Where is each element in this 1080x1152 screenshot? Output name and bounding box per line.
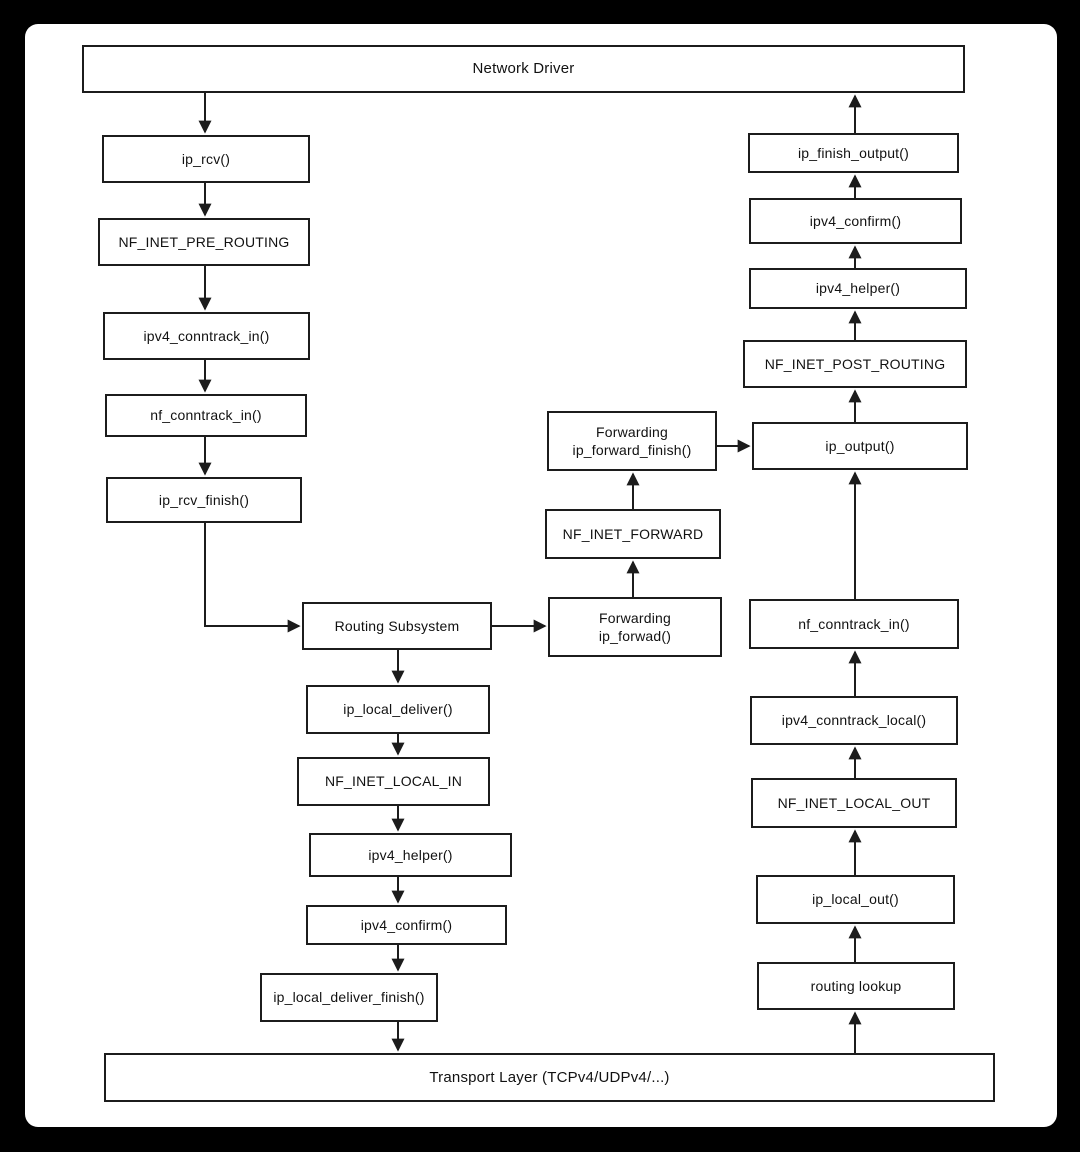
node-ip-local-deliver: ip_local_deliver() (306, 685, 490, 734)
node-ip-local-deliver-finish-label: ip_local_deliver_finish() (273, 989, 425, 1006)
node-ipv4-confirm-in: ipv4_confirm() (306, 905, 507, 945)
node-ip-rcv: ip_rcv() (102, 135, 310, 183)
node-ip-finish-output: ip_finish_output() (748, 133, 959, 173)
node-transport-layer: Transport Layer (TCPv4/UDPv4/...) (104, 1053, 995, 1102)
node-nf-conntrack-in-tx: nf_conntrack_in() (749, 599, 959, 649)
node-nf-inet-forward-label: NF_INET_FORWARD (562, 525, 704, 542)
node-routing-lookup-label: routing lookup (810, 977, 902, 994)
node-nf-inet-pre-routing-label: NF_INET_PRE_ROUTING (118, 233, 290, 250)
node-routing-lookup: routing lookup (757, 962, 955, 1010)
node-nf-inet-local-out-label: NF_INET_LOCAL_OUT (777, 794, 931, 811)
node-ip-rcv-finish: ip_rcv_finish() (106, 477, 302, 523)
node-nf-inet-post-routing-label: NF_INET_POST_ROUTING (764, 355, 946, 372)
node-ipv4-conntrack-in: ipv4_conntrack_in() (103, 312, 310, 360)
node-nf-inet-local-in: NF_INET_LOCAL_IN (297, 757, 490, 806)
node-nf-inet-post-routing: NF_INET_POST_ROUTING (743, 340, 967, 388)
node-nf-inet-local-out: NF_INET_LOCAL_OUT (751, 778, 957, 828)
node-ip-rcv-label: ip_rcv() (181, 150, 231, 167)
node-transport-layer-label: Transport Layer (TCPv4/UDPv4/...) (429, 1068, 670, 1086)
node-ipv4-conntrack-local-label: ipv4_conntrack_local() (781, 712, 927, 729)
node-forwarding-ip-forwad-label: Forwarding ip_forwad() (598, 609, 672, 644)
node-ip-rcv-finish-label: ip_rcv_finish() (158, 491, 250, 508)
node-ip-finish-output-label: ip_finish_output() (798, 144, 909, 161)
node-ip-local-out-label: ip_local_out() (812, 891, 899, 908)
node-nf-conntrack-in-rx: nf_conntrack_in() (105, 394, 307, 437)
node-ip-local-deliver-finish: ip_local_deliver_finish() (260, 973, 438, 1022)
node-routing-subsystem: Routing Subsystem (302, 602, 492, 650)
node-routing-subsystem-label: Routing Subsystem (334, 617, 460, 634)
node-ip-output: ip_output() (752, 422, 968, 470)
node-forwarding-ip-forwad: Forwarding ip_forwad() (548, 597, 722, 657)
node-ip-local-deliver-label: ip_local_deliver() (343, 701, 453, 718)
node-ipv4-confirm-out-label: ipv4_confirm() (809, 212, 902, 229)
node-nf-inet-forward: NF_INET_FORWARD (545, 509, 721, 559)
node-ipv4-helper-out-label: ipv4_helper() (815, 280, 901, 297)
node-ipv4-conntrack-local: ipv4_conntrack_local() (750, 696, 958, 745)
node-nf-inet-local-in-label: NF_INET_LOCAL_IN (324, 773, 463, 790)
node-network-driver: Network Driver (82, 45, 965, 93)
node-nf-inet-pre-routing: NF_INET_PRE_ROUTING (98, 218, 310, 266)
node-ip-output-label: ip_output() (825, 437, 895, 454)
node-nf-conntrack-in-tx-label: nf_conntrack_in() (798, 615, 910, 632)
node-ipv4-helper-out: ipv4_helper() (749, 268, 967, 309)
node-ipv4-confirm-in-label: ipv4_confirm() (360, 916, 453, 933)
node-forwarding-ip-forward-finish-label: Forwarding ip_forward_finish() (572, 423, 692, 458)
node-forwarding-ip-forward-finish: Forwarding ip_forward_finish() (547, 411, 717, 471)
node-ipv4-helper-in: ipv4_helper() (309, 833, 512, 877)
node-ip-local-out: ip_local_out() (756, 875, 955, 924)
node-network-driver-label: Network Driver (472, 60, 575, 78)
node-nf-conntrack-in-rx-label: nf_conntrack_in() (150, 407, 262, 424)
node-ipv4-conntrack-in-label: ipv4_conntrack_in() (143, 327, 270, 344)
node-ipv4-confirm-out: ipv4_confirm() (749, 198, 962, 244)
node-ipv4-helper-in-label: ipv4_helper() (368, 846, 453, 863)
